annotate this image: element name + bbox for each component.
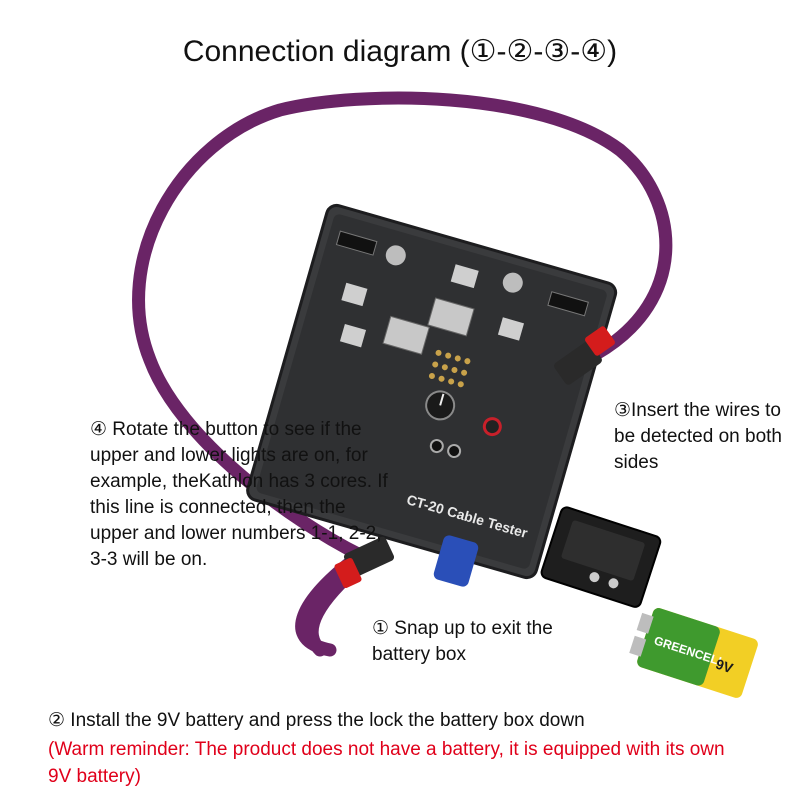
xlr-connector-right [554, 326, 615, 385]
diagram-title: Connection diagram (①-②-③-④) [182, 35, 618, 68]
cable-tester-device: CT-20 Cable Tester [246, 203, 618, 580]
battery-voltage: 9V [714, 656, 736, 677]
callout-step-2: ② Install the 9V battery and press the l… [48, 710, 585, 731]
callout-step-4: ④ Rotate the button to see if the upper … [90, 419, 388, 570]
callout-step-1: ① Snap up to exit the battery box [372, 618, 553, 665]
battery-box [540, 506, 662, 608]
warning-note: (Warm reminder: The product does not hav… [48, 739, 725, 787]
xlr-connector-left [334, 536, 395, 589]
speakon-connector [433, 535, 479, 587]
callout-step-3: ③Insert the wires to be detected on both… [614, 400, 782, 473]
9v-battery: GREENCELL 9V [629, 608, 758, 698]
